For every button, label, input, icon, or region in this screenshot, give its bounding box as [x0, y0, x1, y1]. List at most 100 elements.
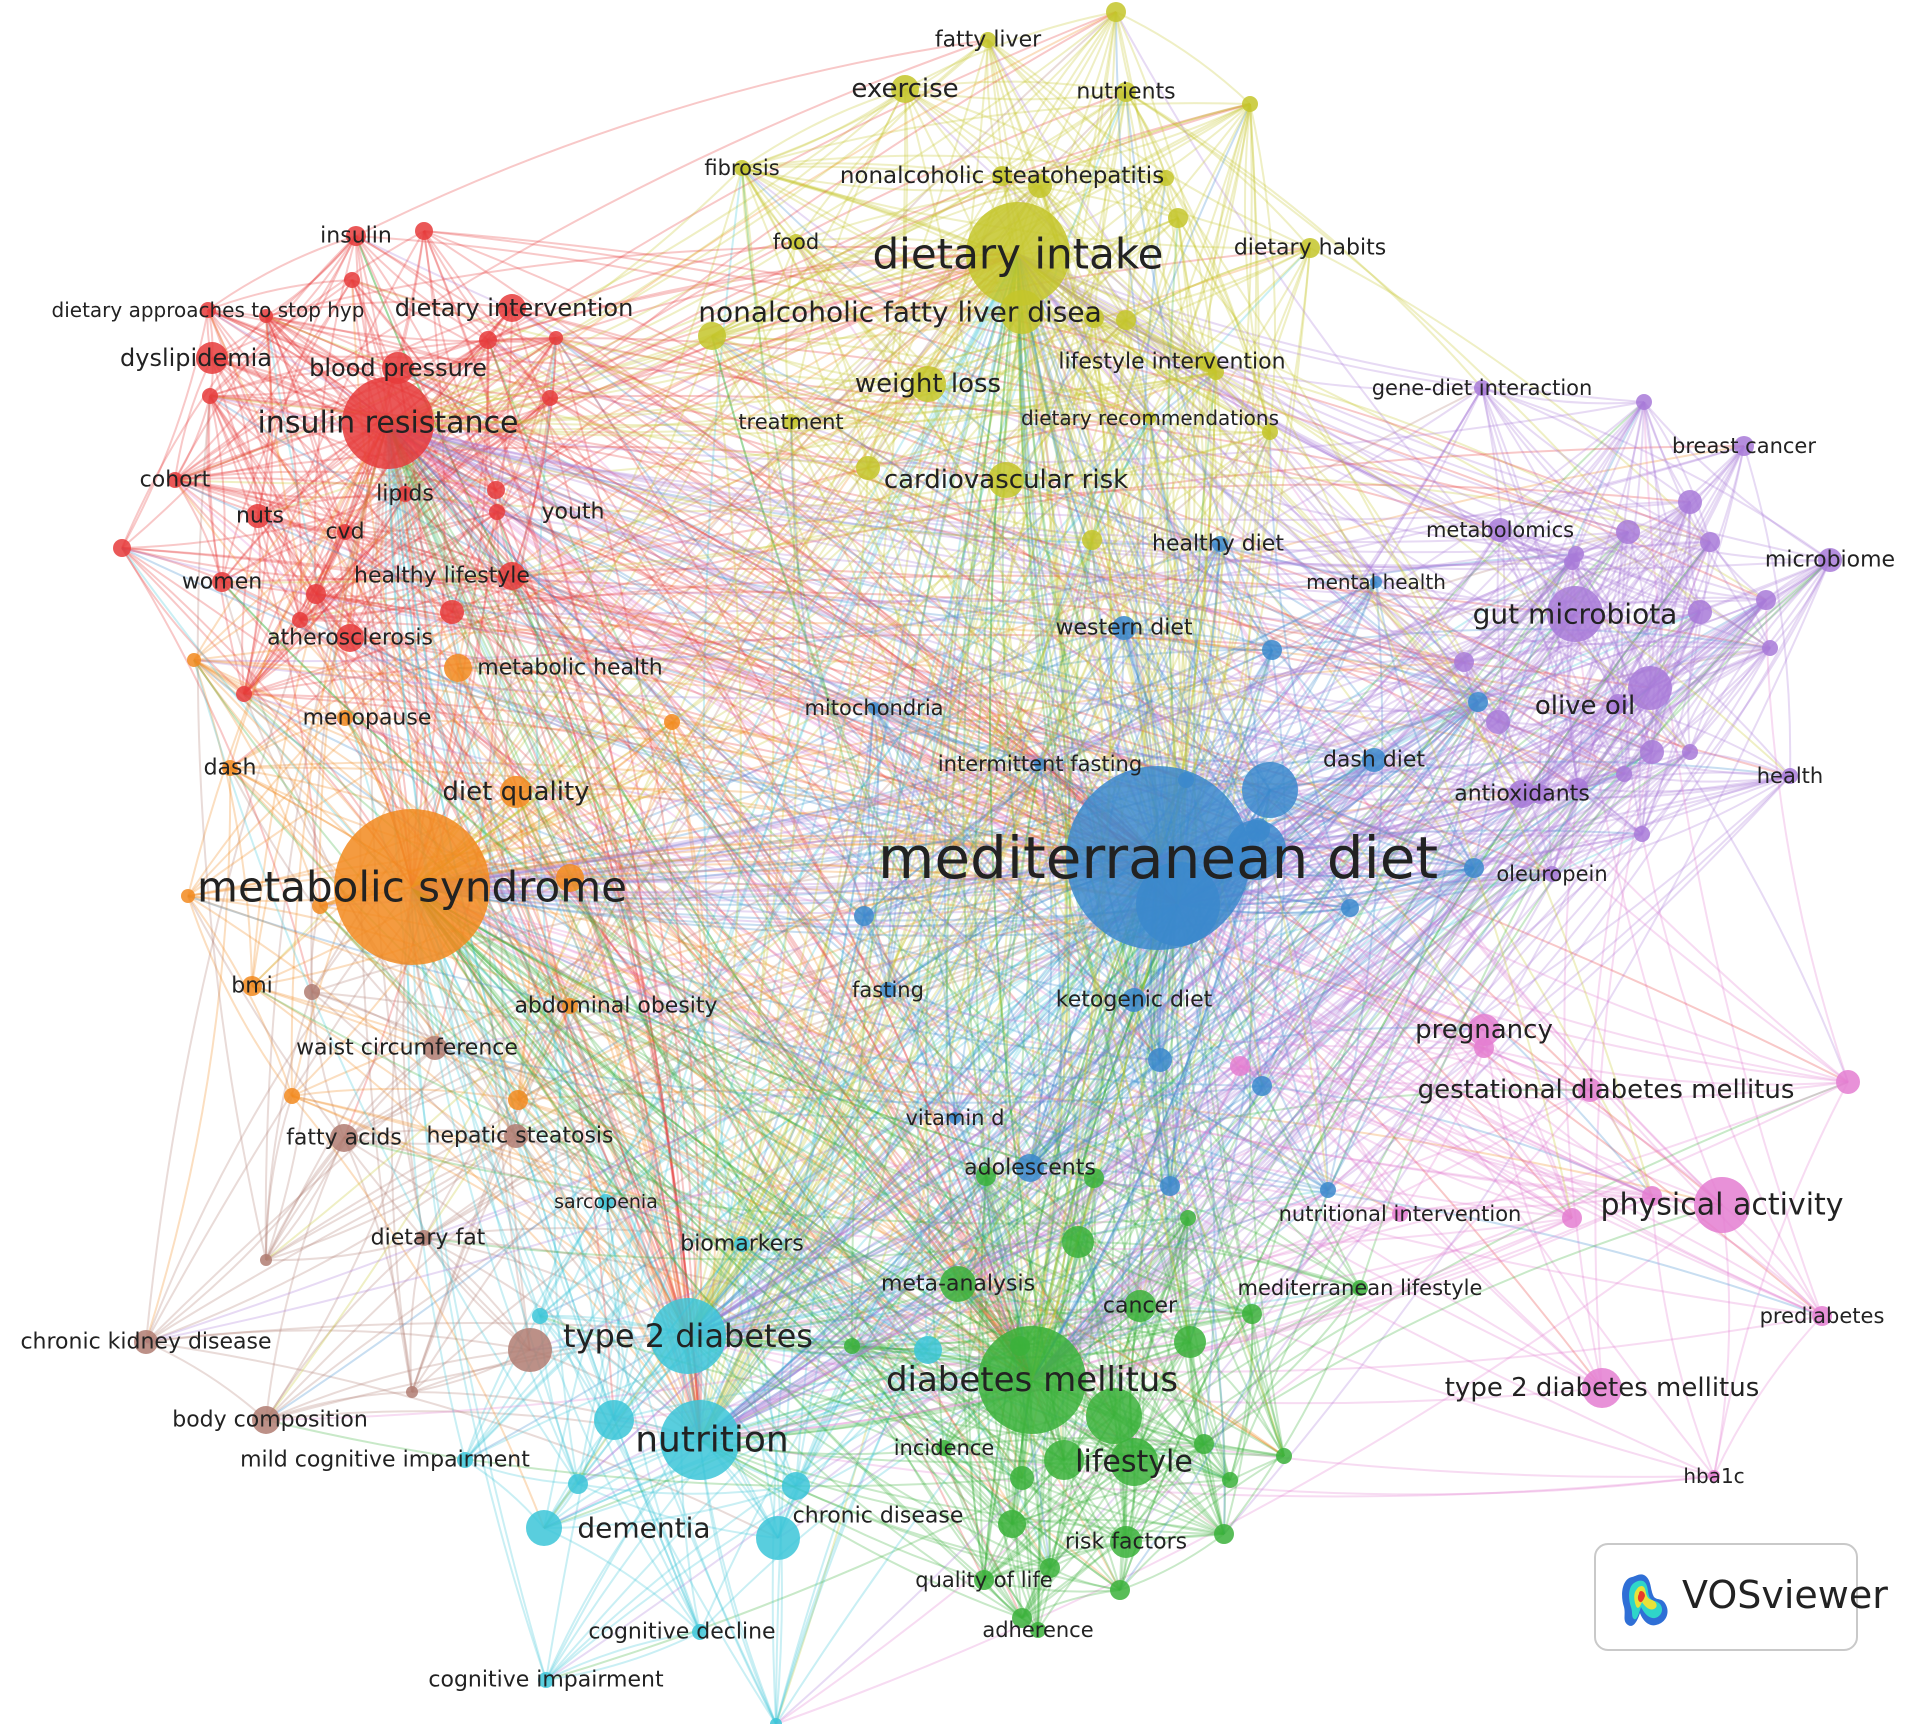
- node[interactable]: [782, 1472, 810, 1500]
- node[interactable]: [1242, 1304, 1262, 1324]
- node-dyslipidemia[interactable]: [196, 342, 228, 374]
- node-metabolomics[interactable]: [1488, 518, 1512, 542]
- node-pregnancy[interactable]: [1468, 1014, 1500, 1046]
- node[interactable]: [556, 864, 584, 892]
- node-dash-diet[interactable]: [1362, 748, 1386, 772]
- node[interactable]: [1040, 1558, 1060, 1578]
- node[interactable]: [1464, 858, 1484, 878]
- node[interactable]: [532, 1308, 548, 1324]
- node[interactable]: [415, 222, 433, 240]
- node[interactable]: [568, 1474, 588, 1494]
- node[interactable]: [508, 1090, 528, 1110]
- node-mental-health[interactable]: [1370, 576, 1382, 588]
- node[interactable]: [1062, 1226, 1094, 1258]
- node-bmi[interactable]: [242, 976, 262, 996]
- node-dietary-recommendations[interactable]: [1144, 412, 1156, 424]
- node[interactable]: [1084, 308, 1104, 328]
- node[interactable]: [259, 309, 273, 323]
- node-hepatic-steatosis[interactable]: [504, 1124, 528, 1148]
- node[interactable]: [344, 272, 360, 288]
- node-nutritional-intervention[interactable]: [1392, 1206, 1408, 1222]
- node-menopause[interactable]: [337, 710, 353, 726]
- node[interactable]: [260, 1254, 272, 1266]
- node-blood-pressure[interactable]: [382, 352, 414, 384]
- node-gestational-diabetes-mellitus[interactable]: [1578, 1078, 1602, 1102]
- node[interactable]: [306, 584, 326, 604]
- node-dietary-intake[interactable]: [966, 202, 1070, 306]
- node-waist-circumference[interactable]: [423, 1036, 447, 1060]
- node-sarcopenia[interactable]: [598, 1194, 614, 1210]
- node[interactable]: [1616, 520, 1640, 544]
- node[interactable]: [1086, 1388, 1142, 1444]
- node-treatment[interactable]: [783, 414, 799, 430]
- node-youth[interactable]: [489, 504, 505, 520]
- node[interactable]: [181, 889, 195, 903]
- node-cognitive-decline[interactable]: [692, 1624, 708, 1640]
- node[interactable]: [406, 1386, 418, 1398]
- node-healthy-lifestyle[interactable]: [498, 562, 526, 590]
- node-type-2-diabetes[interactable]: [650, 1298, 726, 1374]
- node-olive-oil[interactable]: [1628, 666, 1672, 710]
- node[interactable]: [1640, 740, 1664, 764]
- node[interactable]: [914, 1336, 942, 1364]
- node-cohort[interactable]: [167, 472, 183, 488]
- node[interactable]: [1468, 692, 1488, 712]
- node-chronic-kidney-disease[interactable]: [134, 1330, 158, 1354]
- node-food[interactable]: [788, 234, 804, 250]
- node[interactable]: [1688, 600, 1712, 624]
- node-fibrosis[interactable]: [734, 160, 750, 176]
- node[interactable]: [1084, 1168, 1104, 1188]
- node-western-diet[interactable]: [1112, 616, 1136, 640]
- node-dietary-fat[interactable]: [416, 1230, 432, 1246]
- node[interactable]: [1636, 394, 1652, 410]
- node[interactable]: [1762, 640, 1778, 656]
- node[interactable]: [292, 612, 308, 628]
- node[interactable]: [1262, 640, 1282, 660]
- node-quality-of-life[interactable]: [974, 1570, 994, 1590]
- node[interactable]: [1642, 1186, 1662, 1206]
- node[interactable]: [1564, 554, 1580, 570]
- node[interactable]: [1252, 1076, 1272, 1096]
- node-diet-quality[interactable]: [500, 776, 532, 808]
- node-type-2-diabetes-mellitus[interactable]: [1582, 1368, 1622, 1408]
- node-antioxidants[interactable]: [1508, 780, 1536, 808]
- node-mediterranean-diet[interactable]: [1066, 766, 1250, 950]
- node[interactable]: [844, 1338, 860, 1354]
- node-mild-cognitive-impairment[interactable]: [457, 1452, 473, 1468]
- node-hba1c[interactable]: [1708, 1470, 1720, 1482]
- node[interactable]: [1568, 778, 1588, 798]
- node[interactable]: [698, 322, 726, 350]
- node[interactable]: [1194, 1434, 1214, 1454]
- node-insulin[interactable]: [346, 226, 366, 246]
- node[interactable]: [236, 686, 252, 702]
- node[interactable]: [1010, 1466, 1034, 1490]
- node[interactable]: [976, 1166, 996, 1186]
- node[interactable]: [304, 984, 320, 1000]
- node-dash[interactable]: [222, 760, 238, 776]
- node-vitamin-d[interactable]: [949, 1112, 961, 1124]
- node[interactable]: [1158, 170, 1174, 186]
- node[interactable]: [1678, 490, 1702, 514]
- node-women[interactable]: [212, 572, 232, 592]
- node[interactable]: [1110, 1580, 1130, 1600]
- node-metabolic-health[interactable]: [444, 654, 472, 682]
- node-fatty-acids[interactable]: [330, 1124, 358, 1152]
- node[interactable]: [594, 1400, 634, 1440]
- node-fatty-liver[interactable]: [980, 32, 996, 48]
- node[interactable]: [508, 1328, 552, 1372]
- node[interactable]: [1756, 590, 1776, 610]
- node[interactable]: [1616, 766, 1632, 782]
- node[interactable]: [1486, 710, 1510, 734]
- node[interactable]: [770, 1718, 782, 1724]
- node-mitochondria[interactable]: [868, 702, 880, 714]
- node[interactable]: [1160, 1176, 1180, 1196]
- node-health[interactable]: [1782, 768, 1798, 784]
- node-dietary-intervention[interactable]: [498, 294, 526, 322]
- node-cognitive-impairment[interactable]: [538, 1672, 554, 1688]
- node-nuts[interactable]: [246, 504, 270, 528]
- node-diabetes-mellitus[interactable]: [978, 1326, 1086, 1434]
- node[interactable]: [1148, 1048, 1172, 1072]
- node[interactable]: [1341, 899, 1359, 917]
- node[interactable]: [1608, 694, 1628, 714]
- node-body-composition[interactable]: [252, 1406, 280, 1434]
